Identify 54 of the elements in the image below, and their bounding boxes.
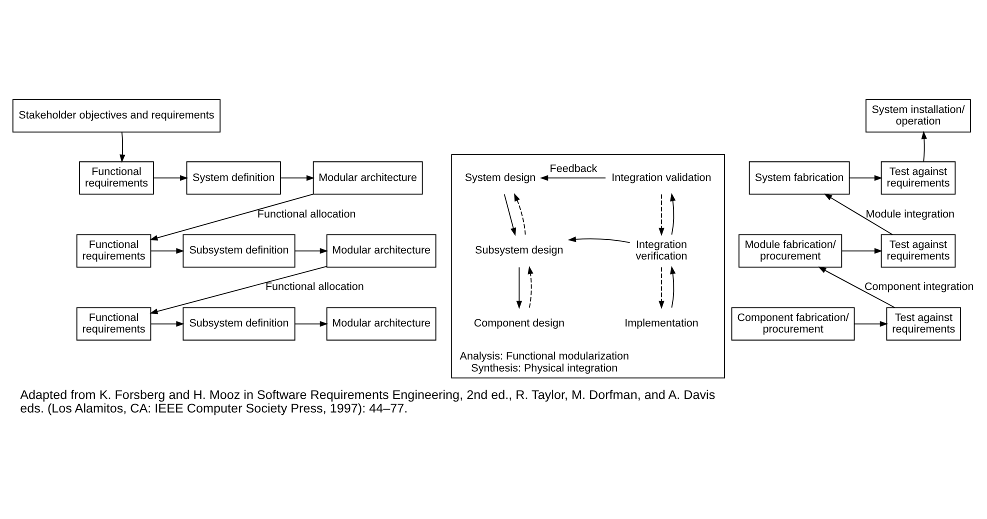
edge-label: Functional allocation [265, 281, 364, 294]
node-box: Stakeholder objectives and requirements [12, 99, 221, 132]
node-text: Implementation [624, 318, 698, 330]
arrow [841, 248, 883, 254]
arrow [150, 194, 314, 241]
arrow [150, 248, 184, 254]
arrow [504, 194, 516, 236]
arrow [921, 130, 927, 162]
node-box: Test against requirements [880, 234, 956, 268]
node-box: Subsystem definition [182, 234, 296, 268]
node-text: Integration validation [612, 172, 712, 184]
arrow [854, 321, 888, 327]
arrow [670, 192, 676, 236]
node-box: Test against requirements [886, 307, 962, 341]
arrow [568, 236, 630, 243]
arrow [294, 321, 328, 327]
node-box: System definition [186, 161, 281, 195]
node-box: Functional requirements [76, 234, 152, 268]
arrow [153, 175, 188, 181]
caption: Adapted from K. Forsberg and H. Mooz in Software Requirements Engineering, 2nd ed., R. Taylor, M. Dorfman, and A. Davis eds. (Los Alamitos, CA: IEEE Computer Society Press, 1997): 44–77. [20, 388, 716, 416]
arrow [280, 175, 315, 181]
node-box: Modular architecture [312, 161, 423, 195]
arrow [818, 266, 896, 308]
node-box: Module fabrication/ procurement [738, 234, 842, 268]
node-text: Integration verification [636, 238, 688, 263]
arrow [120, 132, 126, 163]
node-box: Modular architecture [326, 234, 436, 268]
arrow [516, 266, 522, 309]
node-text: Subsystem design [475, 244, 564, 257]
arrow [849, 175, 883, 181]
edge-label: Component integration [864, 281, 974, 294]
arrow [658, 266, 664, 309]
node-box: System installation/ operation [866, 99, 971, 132]
edge-label: Feedback [550, 163, 598, 176]
arrow [514, 193, 526, 236]
arrow [670, 266, 676, 308]
arrow [658, 194, 664, 236]
node-box: Functional requirements [76, 307, 152, 341]
node-box: Functional requirements [79, 161, 154, 195]
node-text: System design [464, 172, 536, 184]
edge-label: Functional allocation [257, 208, 356, 220]
node-box: Subsystem definition [182, 307, 296, 341]
arrow [294, 248, 328, 254]
node-box: System fabrication [748, 161, 850, 195]
node-box: Test against requirements [880, 161, 956, 195]
arrow [150, 321, 184, 327]
node-box: Modular architecture [326, 307, 436, 341]
arrow [150, 266, 327, 314]
arrow [824, 194, 893, 236]
arrow [528, 266, 534, 308]
node-box: Component fabrication/ procurement [731, 307, 855, 341]
node-text: Component design [474, 318, 564, 330]
edge-label: Module integration [866, 208, 955, 220]
arrow [540, 175, 606, 181]
